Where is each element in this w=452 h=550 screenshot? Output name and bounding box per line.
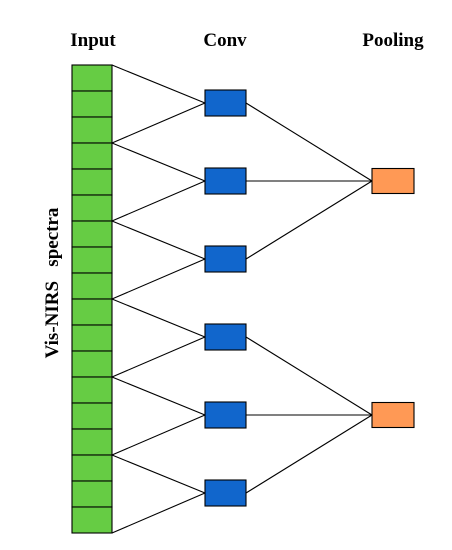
input-cell <box>71 116 113 144</box>
connection-line <box>111 376 206 416</box>
connection-lines <box>111 64 373 534</box>
connection-line <box>245 180 373 260</box>
input-cell <box>71 454 113 482</box>
conv-node <box>204 245 247 273</box>
input-cell <box>71 506 113 534</box>
connection-line <box>245 414 373 494</box>
pooling-node <box>371 167 415 195</box>
input-cell <box>71 350 113 378</box>
input-layer <box>71 64 113 534</box>
vis-nirs-spectra-label: Vis-NIRS spectra <box>42 207 63 358</box>
connection-line <box>111 298 206 338</box>
input-cell <box>71 298 113 326</box>
input-cell <box>71 246 113 274</box>
connection-line <box>111 414 206 456</box>
input-cell <box>71 428 113 456</box>
conv-node <box>204 401 247 429</box>
connection-line <box>111 220 206 260</box>
conv-layer <box>204 89 247 507</box>
connection-line <box>111 180 206 222</box>
conv-column-title: Conv <box>203 30 247 51</box>
input-column-title: Input <box>70 30 116 51</box>
connection-line <box>111 454 206 494</box>
pooling-layer <box>371 167 415 429</box>
input-cell <box>71 324 113 352</box>
conv-node <box>204 479 247 507</box>
connection-line <box>111 492 206 534</box>
connection-line <box>111 142 206 182</box>
connection-line <box>111 258 206 300</box>
input-cell <box>71 168 113 196</box>
connection-line <box>111 102 206 144</box>
connection-line <box>111 336 206 378</box>
connection-line <box>245 336 373 416</box>
input-cell <box>71 194 113 222</box>
input-cell <box>71 376 113 404</box>
input-cell <box>71 64 113 92</box>
conv-node <box>204 323 247 351</box>
input-cell <box>71 402 113 430</box>
connection-line <box>111 64 206 104</box>
input-cell <box>71 220 113 248</box>
input-cell <box>71 90 113 118</box>
conv-node <box>204 89 247 117</box>
conv-node <box>204 167 247 195</box>
connection-line <box>245 102 373 182</box>
pooling-column-title: Pooling <box>362 30 424 51</box>
pooling-node <box>371 401 415 429</box>
input-cell <box>71 480 113 508</box>
input-cell <box>71 272 113 300</box>
input-cell <box>71 142 113 170</box>
